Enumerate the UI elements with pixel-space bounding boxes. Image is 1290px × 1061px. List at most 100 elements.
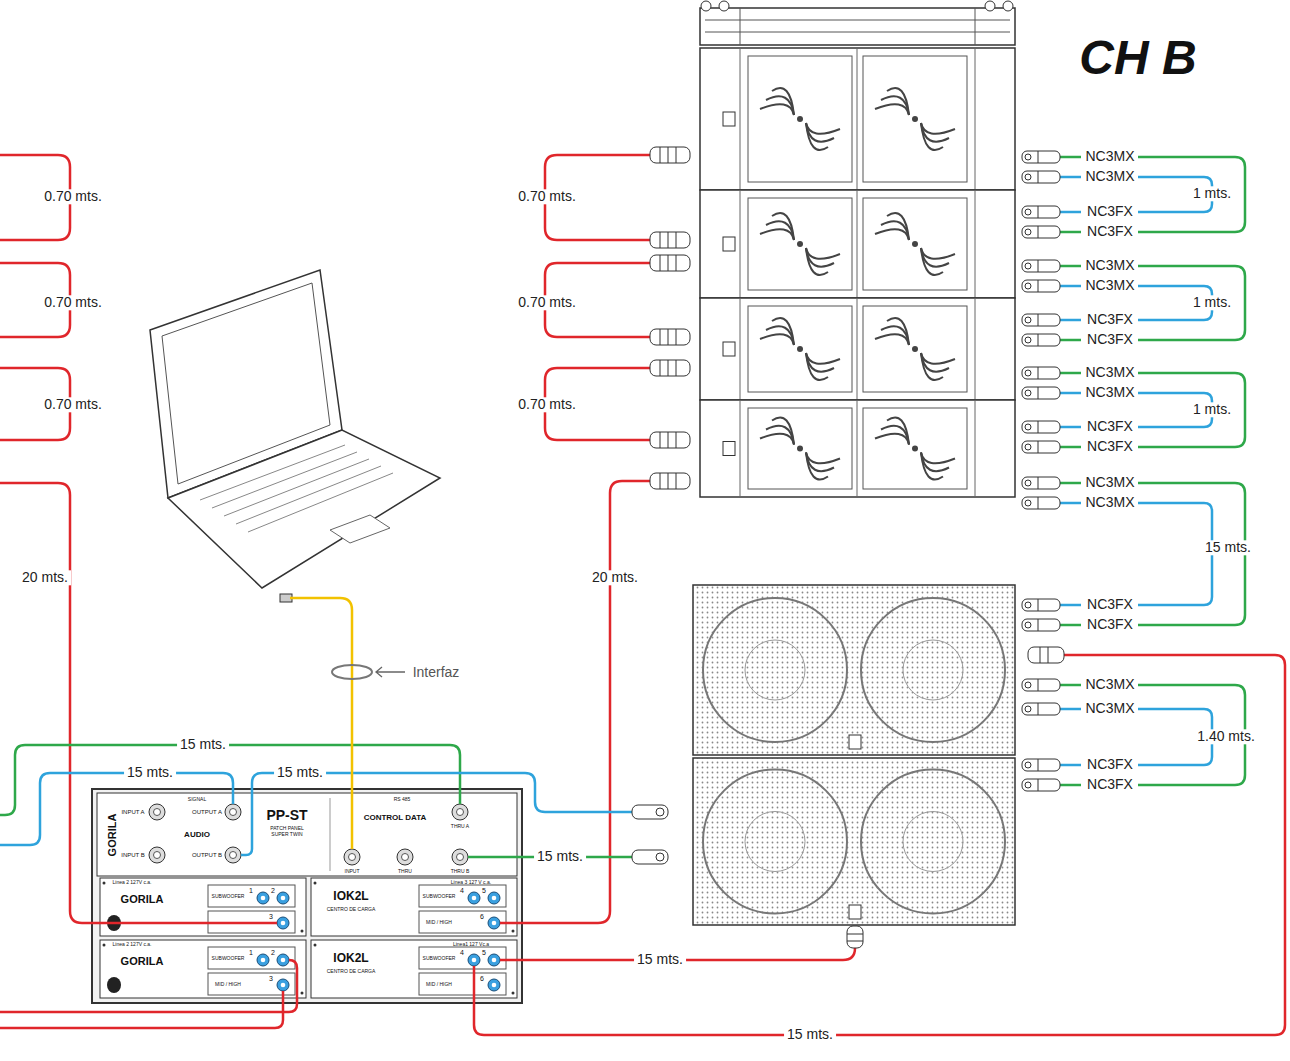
connector-rib [1038,334,1039,346]
rack-screw [512,992,515,995]
cable-tail [1060,156,1081,159]
socket-center [281,921,286,926]
woofer-cap [903,812,963,872]
speakon-socket [277,917,289,929]
connector-label: INPUT B [121,852,145,858]
cable [0,960,297,1012]
woofer-cone [861,598,1005,742]
rack-screw [103,882,106,885]
plug-ribs [660,329,676,345]
waveguide-slot [806,248,840,259]
line-label: Linea 2 127V c.a. [113,942,152,947]
connector-rib [1038,151,1039,163]
connector-type: NC3FX [1084,777,1136,792]
brand-name: IOK2L [333,952,368,964]
socket-bay [419,911,506,933]
speakon-plug [650,255,690,271]
brand-subtitle: CENTRO DE CARGA [327,969,376,974]
connector-rib [1038,367,1039,379]
plug-ribs [1040,647,1048,663]
cable-tail [1060,784,1081,787]
xlr-pins [457,809,464,816]
section-title: RS 485 [394,797,411,802]
connector-face [1025,209,1031,215]
socket-group: SUBWOOFER [423,894,456,899]
connector-rib [1038,779,1039,791]
connector-type: NC3MX [1082,149,1137,164]
waveguide-center [797,241,803,247]
nc-connector [1022,151,1060,163]
socket-center [492,896,497,901]
connector-face [1025,174,1031,180]
xlr-pins [230,809,237,816]
rigging-frame [700,8,1015,45]
cable-tail [1060,285,1081,288]
power-distributor: Linea 2 127V c.a.GORILASUBWOOFER123 [100,878,306,936]
connector-type: NC3MX [1082,495,1137,510]
socket-bay [419,947,506,969]
waveguide-slot [875,229,909,240]
patch-panel: GORILASIGNALINPUT AINPUT BAUDIOOUTPUT AO… [97,793,517,876]
connector-label: INPUT [345,869,360,874]
speakon-socket [277,979,289,991]
section-title: AUDIO [184,831,210,839]
line-array-box [700,298,1015,400]
nc-connector [1022,260,1060,272]
connector-face [1025,444,1031,450]
socket-number: 4 [460,949,464,956]
socket-center [261,958,266,963]
connector-rib [1038,280,1039,292]
cable-tail [1060,319,1081,322]
cable-length: 15 mts. [534,849,586,864]
nc-connector [1022,703,1060,715]
speakon-socket [468,892,480,904]
rigging-bars [705,8,1010,45]
brand-name: IOK2L [333,890,368,902]
speakon-plug [650,329,690,345]
waveguide-slot [875,104,909,115]
gorilla-icon [107,977,121,993]
socket-group: MID / HIGH [426,920,452,925]
plug-ribs [660,432,676,448]
connector-face [1025,480,1031,486]
rigging-point [985,1,995,11]
brand-name: GORILA [121,894,164,905]
waveguide-panel [863,306,967,392]
waveguide-panel [863,56,967,182]
nc-connector [1022,421,1060,433]
waveguide-slot [921,453,943,480]
socket-number: 1 [249,949,253,956]
connector-rib [1038,206,1039,218]
waveguide-slot [772,418,794,445]
cable-tail [1060,265,1081,268]
socket-center [281,983,286,988]
socket-center [472,958,477,963]
nc-connector [1022,599,1060,611]
line-array-box [700,48,1015,190]
waveguide-slot [760,334,794,345]
socket-number: 2 [271,887,275,894]
plug-ribs [660,232,676,248]
connector-rib [1038,314,1039,326]
connector-type: NC3MX [1082,169,1137,184]
waveguide-panel [748,198,852,290]
connector-rib [1038,703,1039,715]
line-label: Linea1 127 Vc.a [453,942,489,947]
nc-connector [1022,206,1060,218]
cable [0,991,283,1028]
socket-bay [208,947,295,969]
interface-ring [332,665,372,679]
waveguide-center [797,116,803,122]
speakon-socket [277,892,289,904]
xlr-socket [452,804,468,820]
nc-connector [1022,477,1060,489]
woofer-cap [903,640,963,700]
rack-screw [512,930,515,933]
speakon-socket [468,954,480,966]
model-description: PATCH PANEL SUPER TWIN [262,826,312,837]
cable-length: 0.70 mts. [515,397,579,412]
nc-connector [1022,226,1060,238]
power-distributor: Linea 2 127V c.a.GORILASUBWOOFER12MID / … [100,940,306,998]
speakon-socket [488,954,500,966]
